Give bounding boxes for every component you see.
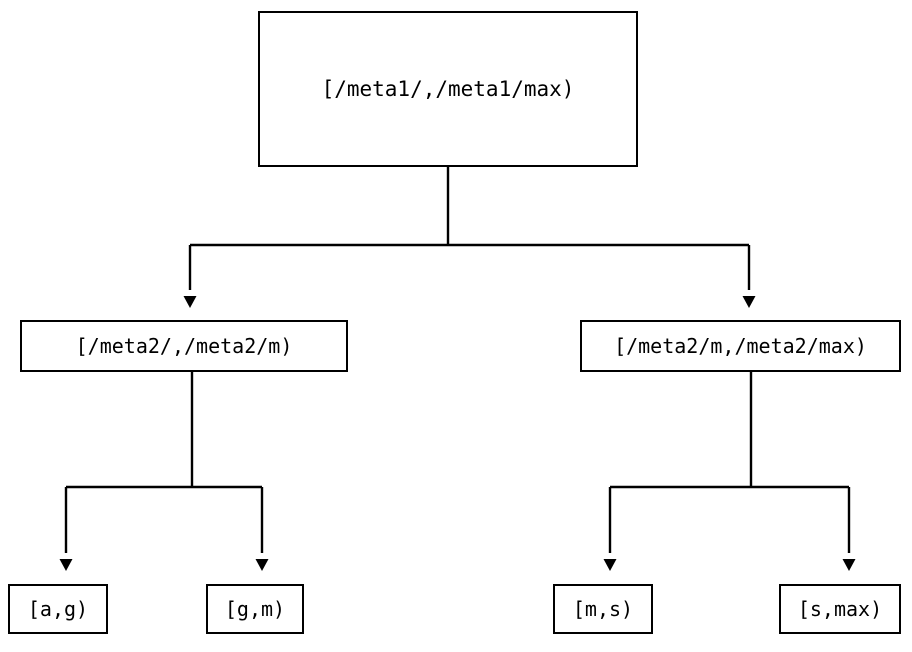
edge-mid-left-to-leaf-gm bbox=[192, 485, 269, 571]
edge-root-to-mid-left bbox=[183, 167, 450, 308]
edge-mid-right-to-leaf-ms bbox=[603, 372, 753, 571]
arrowhead-icon bbox=[603, 559, 617, 571]
node-leaf-a-g-label: [a,g) bbox=[27, 597, 89, 621]
node-leaf-m-s-label: [m,s) bbox=[572, 597, 634, 621]
arrowhead-icon bbox=[842, 559, 856, 571]
edge-mid-right-to-leaf-smax bbox=[751, 485, 856, 571]
node-root[interactable]: [/meta1/,/meta1/max) bbox=[258, 11, 638, 167]
node-mid-right[interactable]: [/meta2/m,/meta2/max) bbox=[580, 320, 901, 372]
node-leaf-s-max-label: [s,max) bbox=[797, 597, 883, 621]
arrowhead-icon bbox=[183, 296, 197, 308]
arrowhead-icon bbox=[742, 296, 756, 308]
node-mid-left-label: [/meta2/,/meta2/m) bbox=[75, 334, 293, 358]
node-leaf-g-m-label: [g,m) bbox=[224, 597, 286, 621]
arrowhead-icon bbox=[255, 559, 269, 571]
node-leaf-a-g[interactable]: [a,g) bbox=[8, 584, 108, 634]
node-leaf-g-m[interactable]: [g,m) bbox=[206, 584, 304, 634]
node-leaf-s-max[interactable]: [s,max) bbox=[779, 584, 901, 634]
node-mid-right-label: [/meta2/m,/meta2/max) bbox=[614, 334, 867, 358]
arrowhead-icon bbox=[59, 559, 73, 571]
node-mid-left[interactable]: [/meta2/,/meta2/m) bbox=[20, 320, 348, 372]
edge-root-to-mid-right bbox=[448, 243, 756, 308]
edge-mid-left-to-leaf-ag bbox=[59, 372, 194, 571]
node-root-label: [/meta1/,/meta1/max) bbox=[321, 77, 575, 101]
node-leaf-m-s[interactable]: [m,s) bbox=[553, 584, 653, 634]
